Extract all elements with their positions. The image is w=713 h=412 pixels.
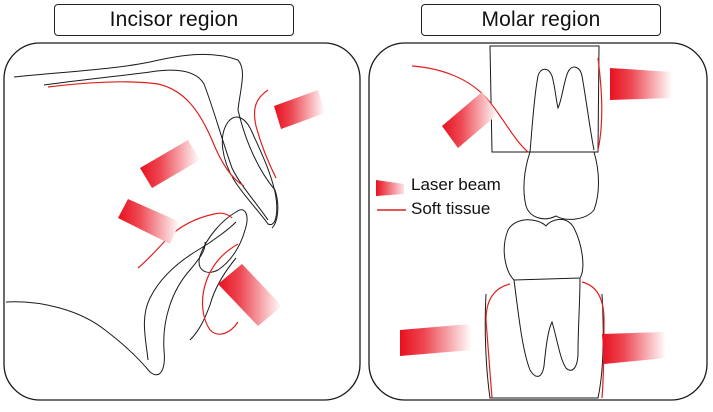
molar-laser-beams bbox=[400, 68, 672, 364]
lower-molar-roots bbox=[513, 277, 581, 377]
laser-beam-lower-lingual bbox=[118, 199, 180, 244]
incisor-laser-beams bbox=[118, 90, 325, 326]
soft-tissue-lower-labial bbox=[201, 243, 239, 335]
lower-jaw-outline bbox=[5, 241, 206, 376]
lower-molar-crown bbox=[503, 219, 584, 281]
soft-tissue-lower-buccal bbox=[485, 283, 511, 399]
molar-anatomy bbox=[484, 45, 604, 399]
soft-tissue-upper-buccal bbox=[411, 65, 529, 153]
incisor-soft-tissue bbox=[47, 81, 277, 335]
incisor-panel-frame bbox=[3, 42, 361, 401]
laser-beam-upper-labial bbox=[274, 90, 325, 129]
upper-molar-roots bbox=[537, 66, 595, 151]
laser-beam-lower-labial bbox=[218, 264, 282, 326]
upper-alveolar-block bbox=[489, 45, 600, 153]
chin-contour bbox=[189, 257, 237, 341]
soft-tissue-palate bbox=[47, 81, 245, 187]
legend-laser-beam-swatch bbox=[376, 180, 404, 196]
laser-beam-palatal bbox=[140, 140, 200, 188]
incisor-region-title: Incisor region bbox=[54, 4, 294, 36]
soft-tissue-upper-labial bbox=[253, 89, 277, 179]
laser-beam-molar-upper-lingual bbox=[610, 68, 672, 100]
upper-molar-root-left bbox=[529, 75, 539, 153]
soft-tissue-lower-lingual bbox=[137, 212, 233, 269]
upper-jaw-outline bbox=[13, 53, 279, 229]
legend-soft-tissue-label: Soft tissue bbox=[411, 199, 491, 218]
molar-soft-tissue bbox=[411, 57, 605, 399]
laser-beam-molar-lower-buccal bbox=[400, 324, 472, 356]
incisor-anatomy bbox=[5, 53, 279, 376]
soft-tissue-lower-lingual bbox=[581, 281, 605, 399]
laser-beam-molar-upper-buccal bbox=[442, 92, 498, 148]
upper-palate-line bbox=[43, 69, 269, 221]
upper-incisor bbox=[221, 116, 278, 226]
upper-molar-crown bbox=[523, 151, 599, 220]
laser-beam-molar-lower-lingual bbox=[602, 332, 666, 364]
soft-tissue-upper-palatal bbox=[597, 57, 603, 151]
legend-laser-beam-label: Laser beam bbox=[411, 175, 501, 194]
molar-region-title: Molar region bbox=[421, 4, 661, 36]
lower-alveolar-block bbox=[484, 293, 604, 399]
lower-jaw-inner bbox=[143, 221, 237, 361]
lower-incisor bbox=[198, 209, 248, 273]
molar-panel-frame bbox=[368, 42, 708, 401]
